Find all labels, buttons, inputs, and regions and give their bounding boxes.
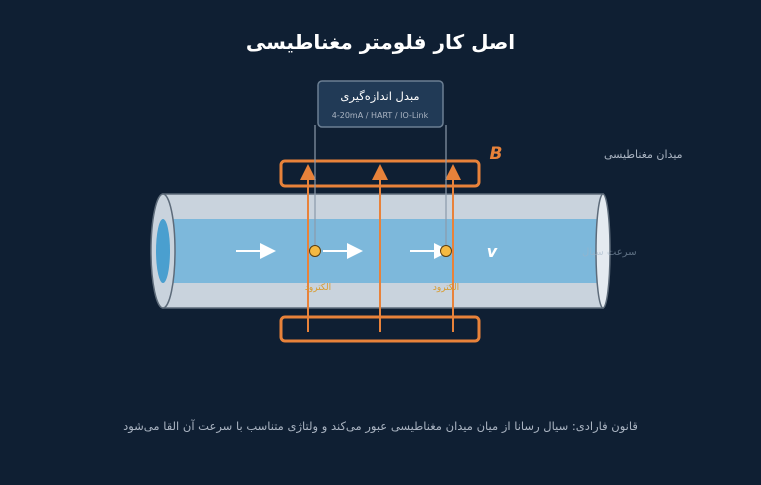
transmitter-protocols: 4-20mA / HART / IO-Link <box>332 111 429 120</box>
electrode-left-label: الکترود <box>305 283 331 293</box>
transmitter-title: مبدل اندازه‌گیری <box>340 89 419 104</box>
velocity-label: سرعت سیال <box>582 247 637 258</box>
magnetic-field-label: میدان مغناطیسی <box>604 148 683 161</box>
velocity-symbol: v <box>487 242 498 261</box>
electrode-right-label: الکترود <box>433 283 459 293</box>
transmitter-box: مبدل اندازه‌گیری 4-20mA / HART / IO-Link <box>317 80 444 128</box>
electrode-right <box>440 245 452 257</box>
footer-caption: قانون فارادی: سیال رسانا از میان میدان م… <box>123 419 638 433</box>
diagram-title: اصل کار فلومتر مغناطیسی <box>245 30 516 54</box>
electrode-left <box>309 245 321 257</box>
magnetic-field-symbol: B <box>490 144 503 164</box>
pipe <box>150 193 611 309</box>
